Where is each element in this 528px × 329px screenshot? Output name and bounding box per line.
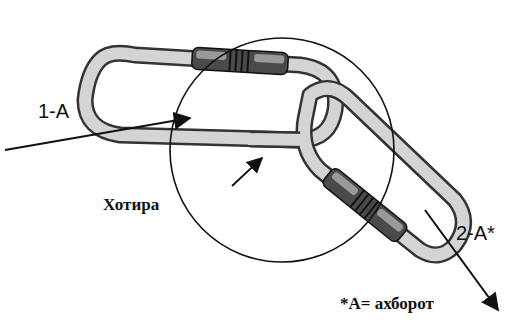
gate-sleeve [191, 47, 288, 75]
input-label: 1-A [38, 100, 69, 122]
memory-circle [170, 38, 394, 262]
pointer-arrow [232, 158, 262, 186]
footnote: *A= ахборот [340, 295, 434, 314]
memory-label: Хотира [103, 196, 159, 215]
output-arrow [425, 210, 498, 310]
input-arrow [5, 118, 190, 150]
carabiner-body [248, 139, 305, 140]
output-label: 2-A* [456, 222, 495, 244]
gate-sleeve [321, 166, 409, 244]
